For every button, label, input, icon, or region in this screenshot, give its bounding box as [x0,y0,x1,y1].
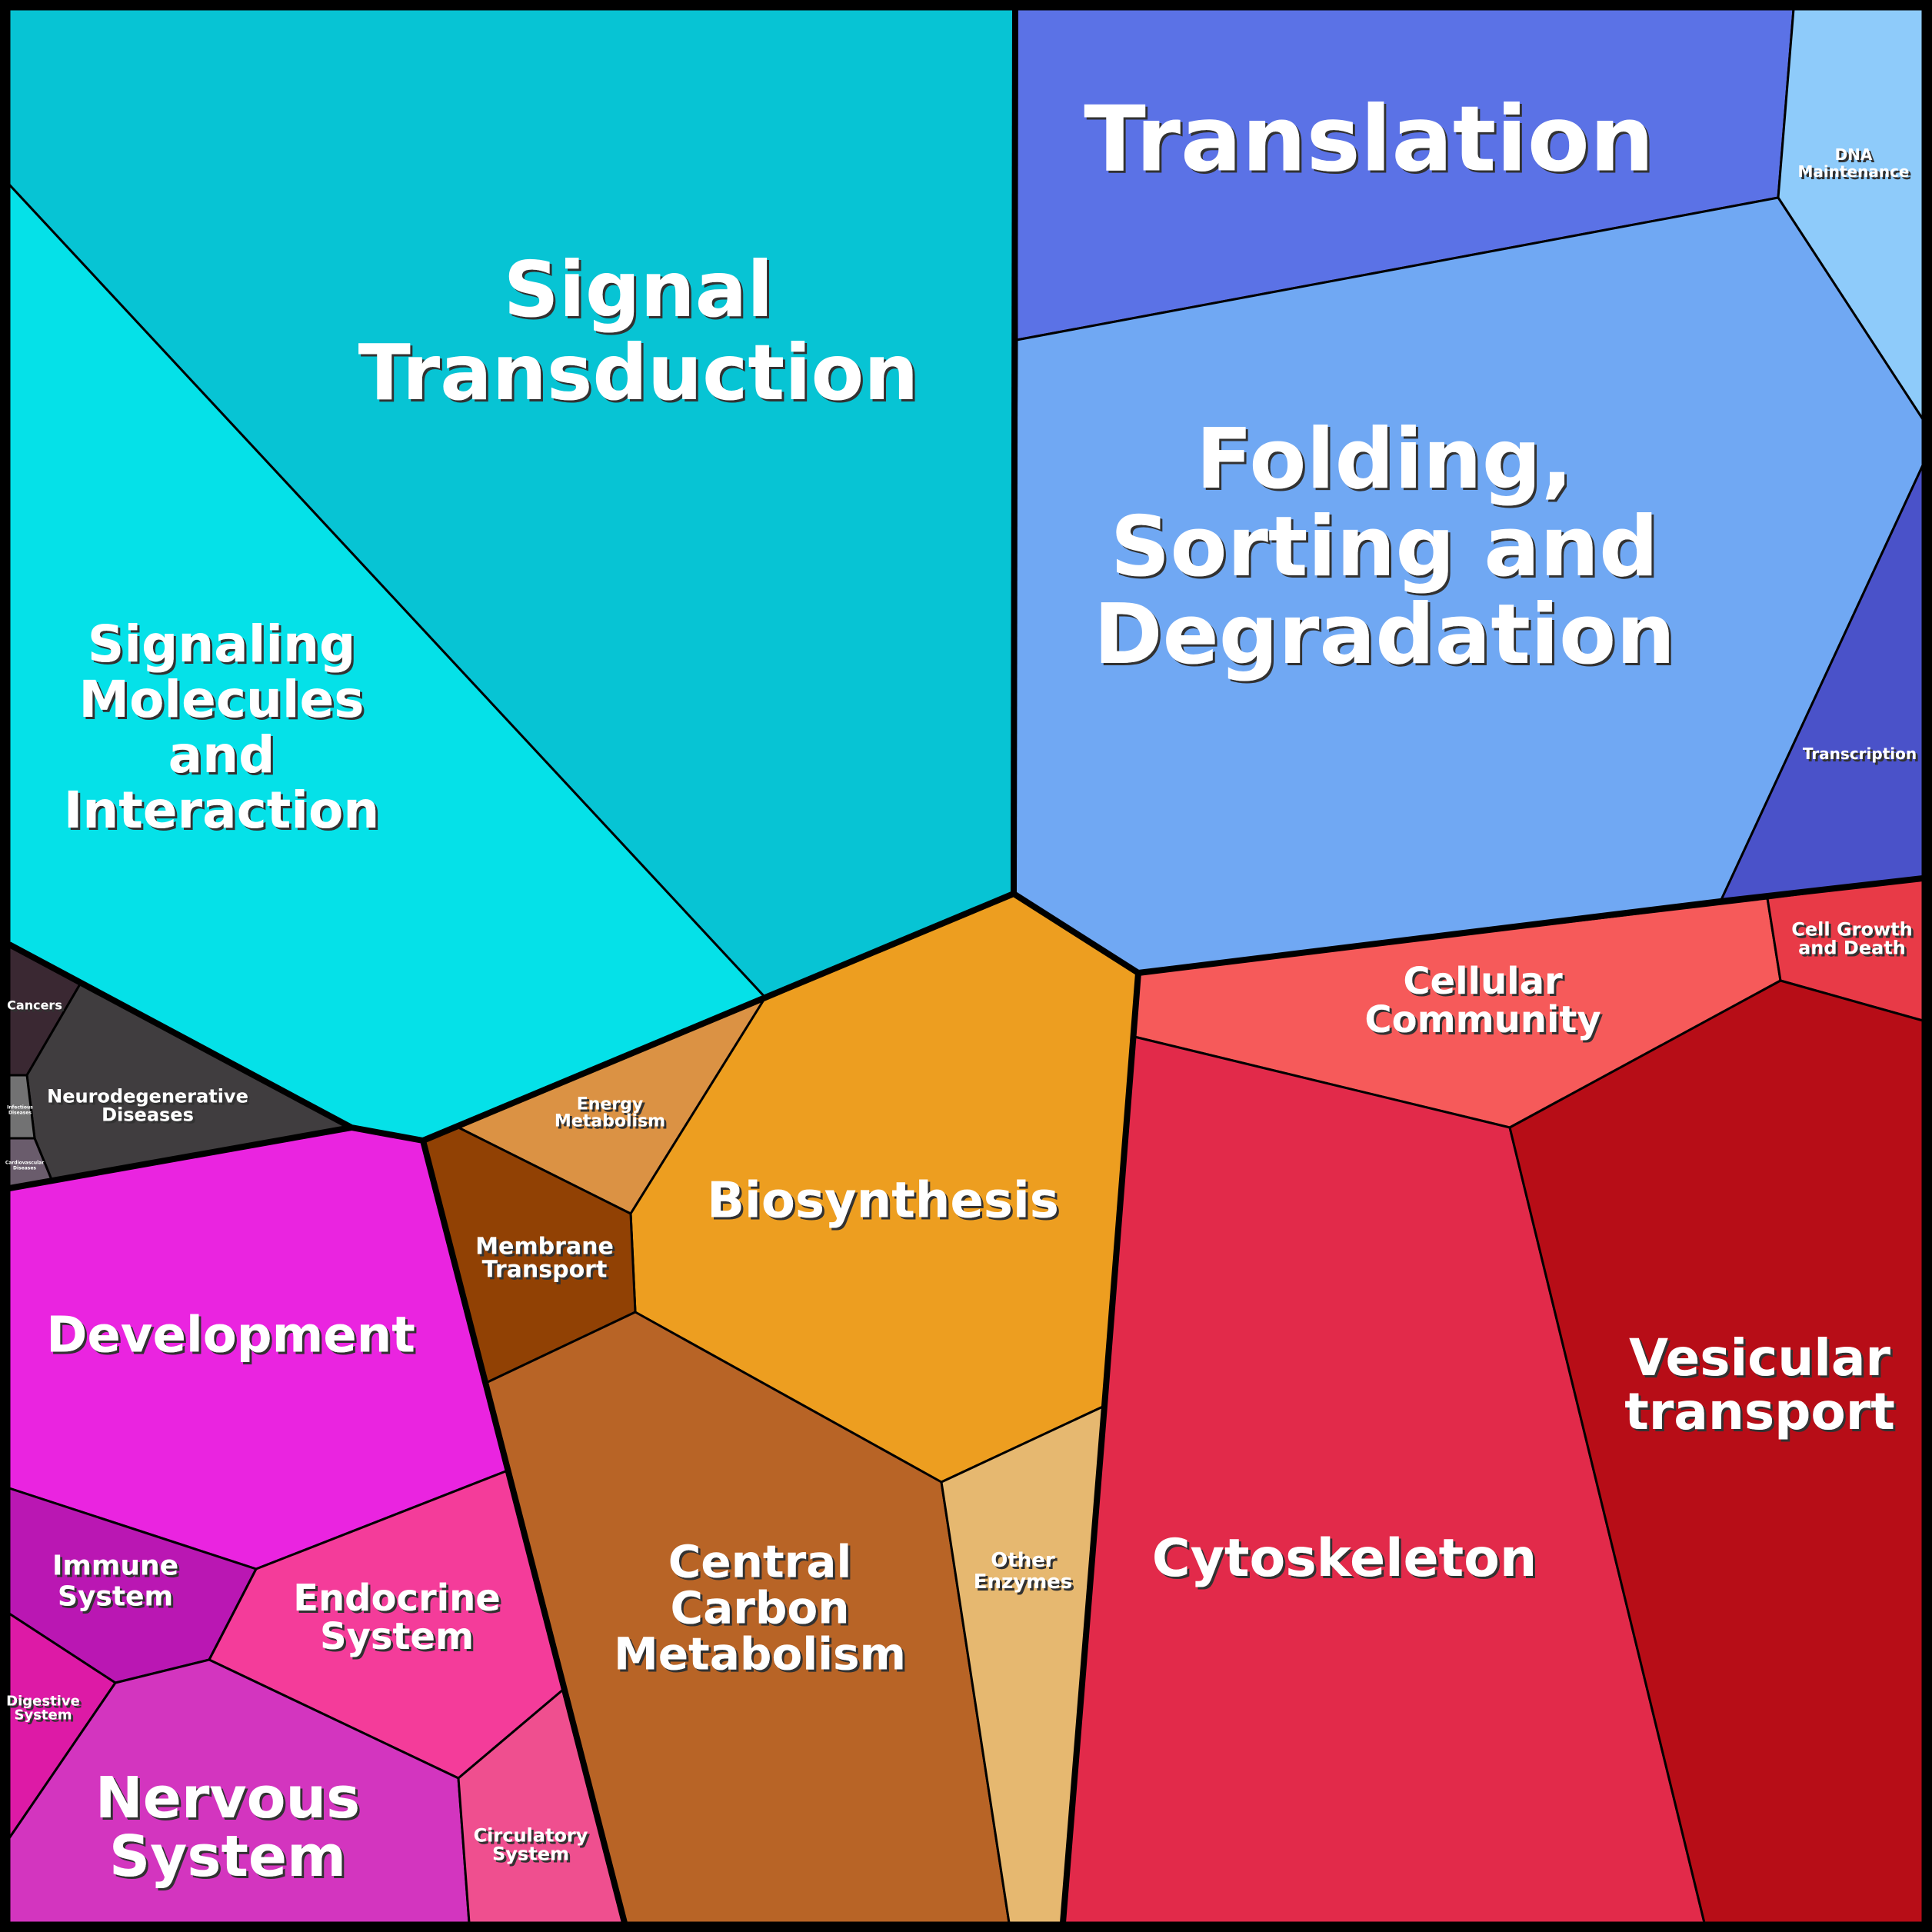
label-text: Cytoskeleton [1152,1528,1537,1589]
label-text: transport [1624,1382,1895,1441]
label-text: Transcription [1803,744,1917,763]
label-text: Diseases [102,1104,194,1125]
label-text: and [168,725,275,784]
label-text: Development [46,1307,415,1364]
label-translation: Translation [1084,85,1654,192]
label-text: Community [1364,998,1601,1041]
label-text: Neurodegenerative [47,1085,248,1107]
label-text: Cardiovascular [5,1161,44,1166]
label-text: Endocrine [293,1577,501,1620]
label-text: Cellular [1403,960,1563,1003]
label-text: Nervous [95,1765,360,1831]
label-cytoskeleton: Cytoskeleton [1152,1528,1537,1589]
label-text: Signaling [88,615,355,674]
label-text: Interaction [64,781,380,840]
label-text: System [58,1581,173,1613]
label-text: System [492,1843,569,1864]
label-text: Cell Growth [1791,918,1912,940]
label-text: Transport [482,1257,608,1284]
label-text: Translation [1084,85,1654,192]
label-text: Maintenance [1797,162,1909,181]
label-text: Membrane [475,1234,614,1261]
label-text: Diseases [13,1166,36,1171]
label-development: Development [46,1307,415,1364]
label-biosynthesis: Biosynthesis [707,1172,1059,1229]
label-text: Metabolism [555,1112,665,1131]
label-text: DNA [1835,145,1873,164]
label-text: Circulatory [474,1824,588,1846]
label-text: Cancers [7,998,62,1013]
category-border [1011,891,1141,976]
label-text: Metabolism [614,1627,906,1680]
label-text: Diseases [8,1111,32,1116]
category-border [1060,972,1141,1924]
label-text: Folding, [1196,411,1573,508]
label-text: Digestive [6,1693,80,1709]
label-text: Energy [577,1095,644,1114]
label-text: Vesicular [1629,1328,1890,1387]
category-border [420,1140,628,1924]
label-text: Other [991,1549,1055,1572]
label-text: Sorting and [1111,499,1659,595]
label-text: Transduction [358,328,919,418]
category-border [421,891,1015,1144]
label-transcription: Transcription [1803,744,1917,763]
label-text: Biosynthesis [707,1172,1059,1229]
label-text: Molecules [78,670,364,729]
category-border [1138,875,1924,976]
label-text: Central [668,1535,852,1587]
label-text: Degradation [1094,587,1675,683]
category-border [1011,8,1018,894]
label-text: System [109,1824,346,1890]
label-cancers: Cancers [7,998,62,1013]
label-text: System [320,1615,474,1658]
category-border [8,1124,352,1191]
label-text: Carbon [671,1581,850,1634]
label-text: Immune [52,1551,178,1582]
label-text: and Death [1798,937,1906,958]
label-text: System [15,1707,72,1723]
label-text: Enzymes [974,1571,1073,1594]
label-text: Infectious [7,1105,33,1111]
label-text: Signal [504,245,774,335]
